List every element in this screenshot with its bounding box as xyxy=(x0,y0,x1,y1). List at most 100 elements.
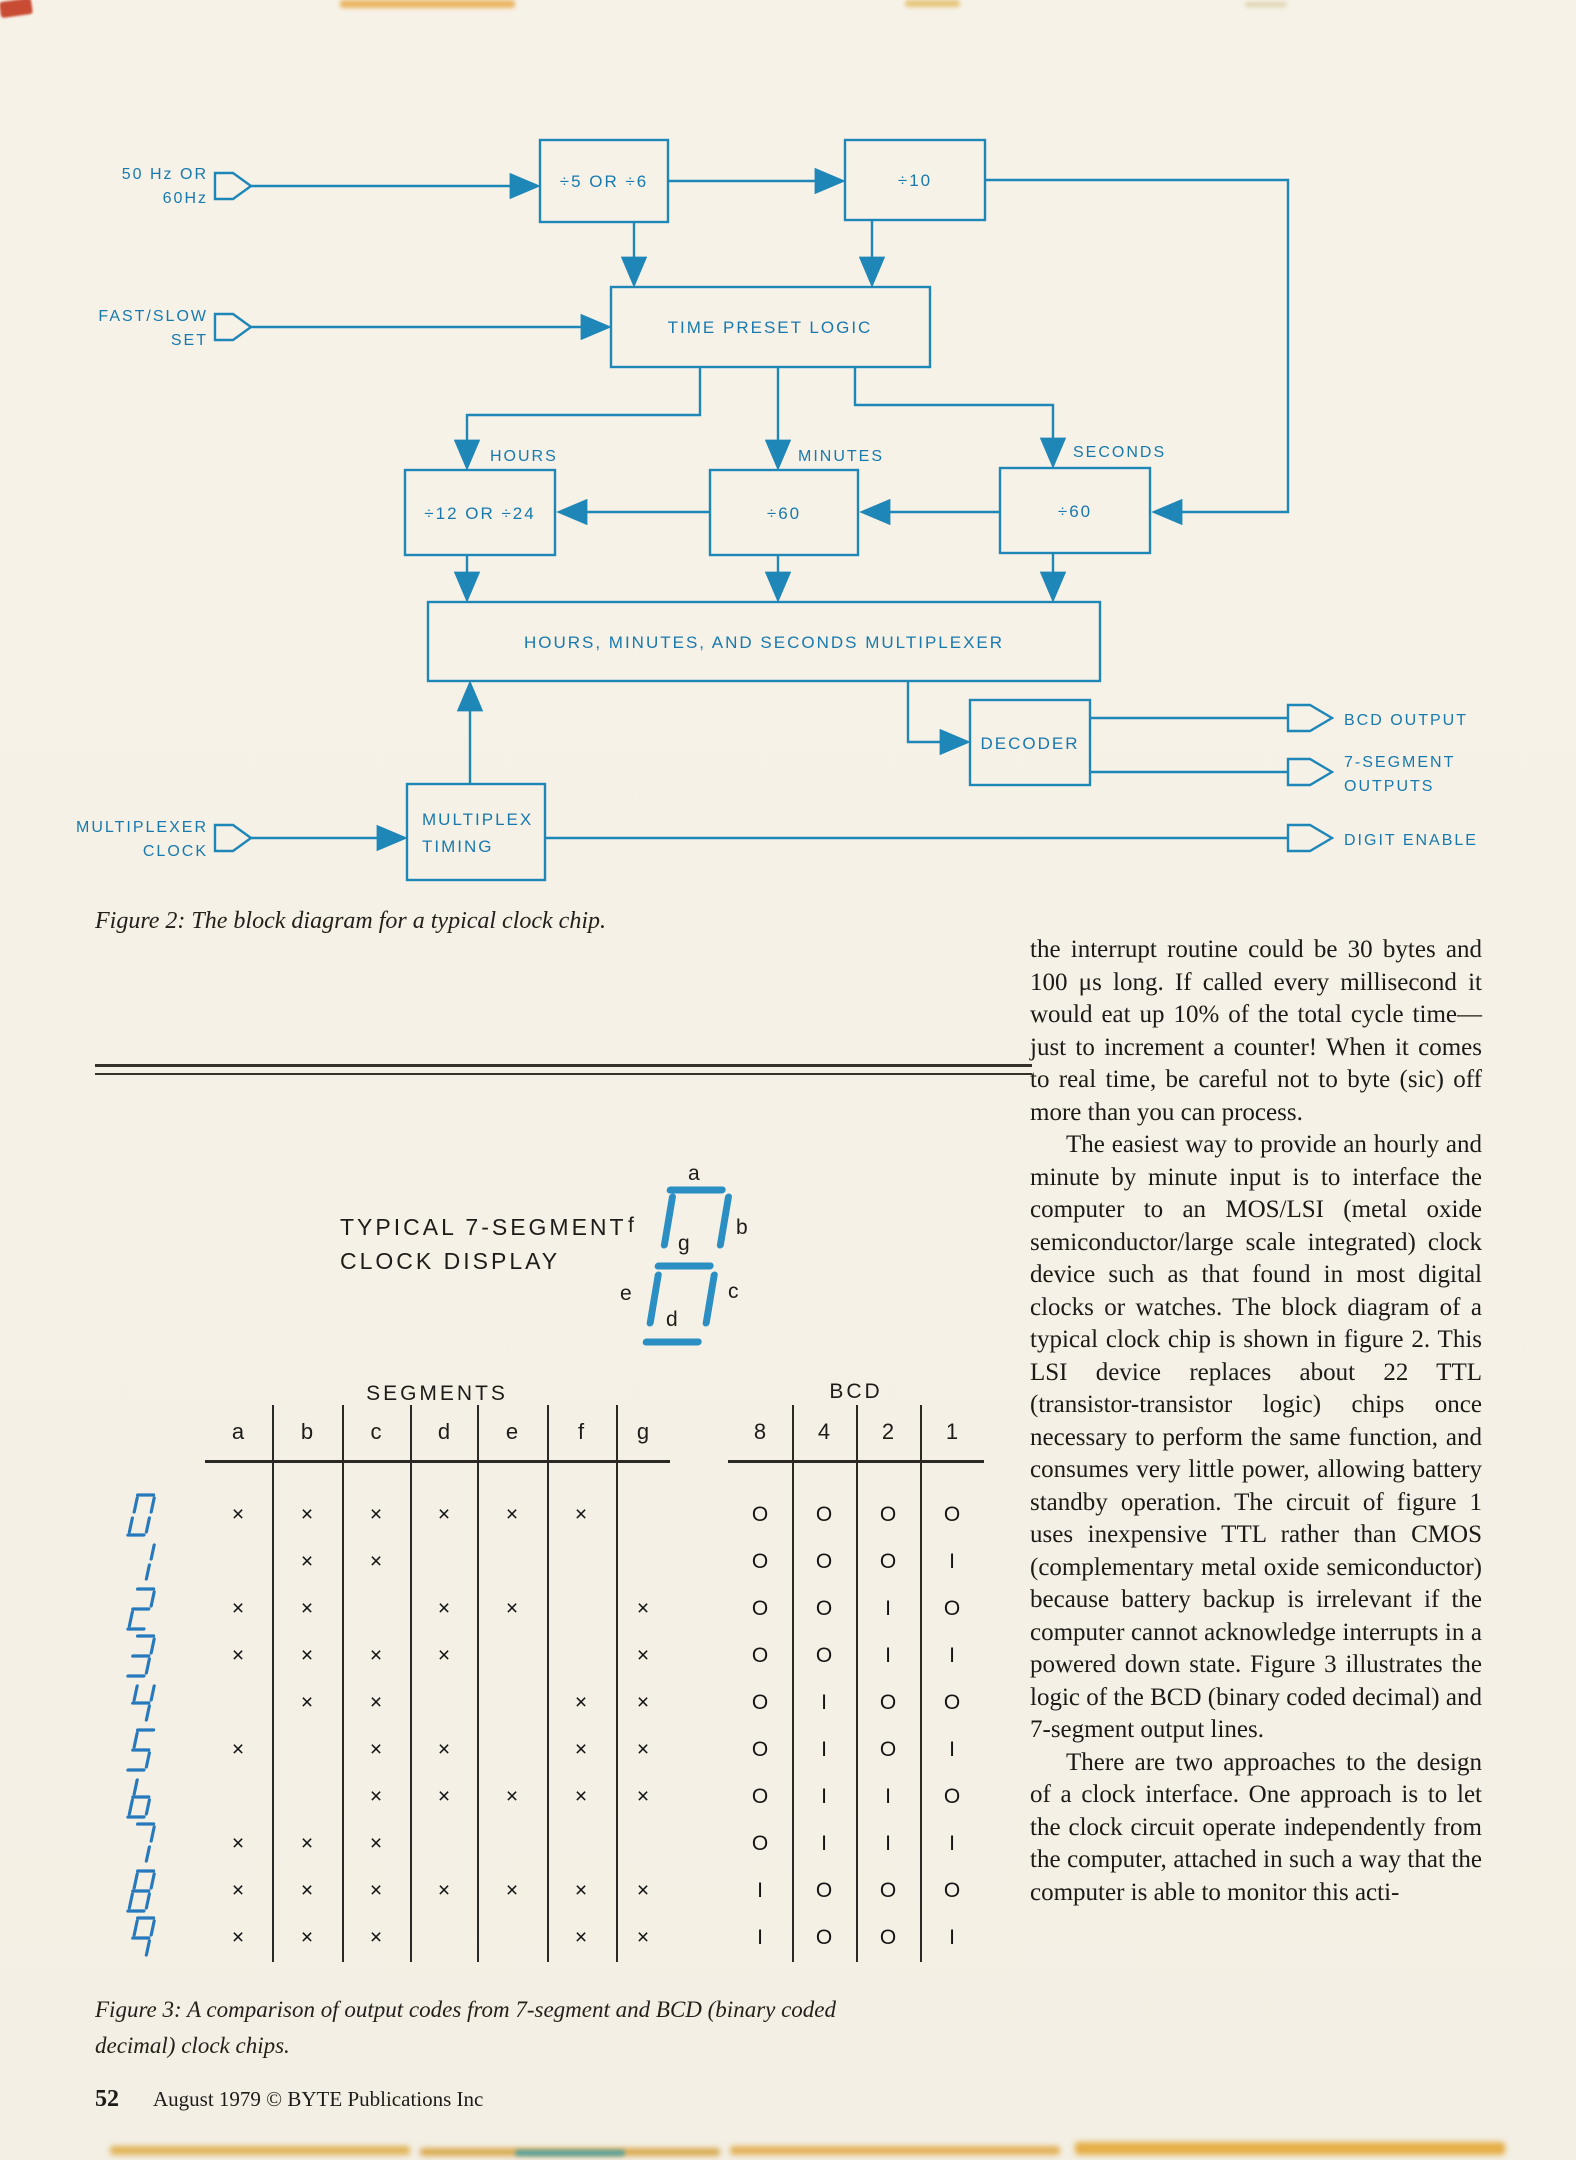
table-column-separator xyxy=(410,1405,412,1962)
segment-on-mark: × xyxy=(505,1597,519,1620)
bcd-bit-value: O xyxy=(751,1785,769,1808)
segment-on-mark: × xyxy=(574,1691,588,1714)
bcd-bit-value: O xyxy=(943,1785,961,1808)
box-multiplex-timing-label: MULTIPLEX xyxy=(422,810,533,829)
box-seconds-divider xyxy=(998,466,1152,555)
scan-artifact xyxy=(905,0,960,7)
output-label-digit-enable: DIGIT ENABLE xyxy=(1344,832,1478,849)
output-label-bcd: BCD OUTPUT xyxy=(1344,712,1468,729)
box-seconds-divider-label: ÷60 xyxy=(1058,502,1092,521)
segment-on-mark: × xyxy=(437,1738,451,1761)
bcd-bit-value: I xyxy=(757,1879,763,1902)
segment-on-mark: × xyxy=(574,1738,588,1761)
segment-on-mark: × xyxy=(636,1785,650,1808)
bcd-bit-value: O xyxy=(751,1691,769,1714)
segment-on-mark: × xyxy=(300,1597,314,1620)
segment-label-a: a xyxy=(688,1162,700,1185)
segment-on-mark: × xyxy=(300,1644,314,1667)
bcd-bit-value: O xyxy=(943,1691,961,1714)
bcd-bit-value: I xyxy=(949,1832,955,1855)
segment-on-mark: × xyxy=(369,1785,383,1808)
bcd-bit-value: O xyxy=(815,1879,833,1902)
segment-on-mark: × xyxy=(505,1785,519,1808)
output-label-7-segment: 7-SEGMENT xyxy=(1344,754,1455,771)
segment-on-mark: × xyxy=(369,1550,383,1573)
seven-segment-glyph xyxy=(642,1186,732,1346)
bcd-bit-value: O xyxy=(751,1738,769,1761)
segment-on-mark: × xyxy=(574,1926,588,1949)
wire xyxy=(853,367,1067,469)
scan-artifact xyxy=(1245,2,1287,7)
segment-on-mark: × xyxy=(636,1597,650,1620)
bcd-bit-value: I xyxy=(949,1644,955,1667)
segment-label-e: e xyxy=(620,1282,632,1305)
bcd-bit-value: O xyxy=(815,1644,833,1667)
table-column-separator xyxy=(792,1405,794,1962)
digit-glyph-0 xyxy=(124,1491,160,1539)
segment-on-mark: × xyxy=(231,1503,245,1526)
article-paragraph: the interrupt routine could be 30 bytes … xyxy=(1030,936,1482,1126)
segment-on-mark: × xyxy=(369,1879,383,1902)
bcd-bit-value: O xyxy=(879,1926,897,1949)
branch-label-minutes: MINUTES xyxy=(798,448,884,465)
segment-on-mark: × xyxy=(369,1926,383,1949)
bcd-bit-value: O xyxy=(815,1503,833,1526)
segment-on-mark: × xyxy=(437,1503,451,1526)
scan-artifact xyxy=(340,0,515,8)
bcd-bit-value: O xyxy=(815,1550,833,1573)
output-connector-icon xyxy=(1286,757,1335,787)
bcd-bit-value: I xyxy=(885,1597,891,1620)
bcd-bit-value: O xyxy=(943,1597,961,1620)
segment-column-header: f xyxy=(577,1419,585,1444)
digit-glyph-7 xyxy=(124,1820,160,1868)
bcd-column-header: 1 xyxy=(945,1419,959,1444)
table-column-separator xyxy=(856,1405,858,1962)
bcd-bit-value: O xyxy=(879,1550,897,1573)
table-column-separator xyxy=(616,1405,618,1962)
bcd-bit-value: I xyxy=(949,1550,955,1573)
bcd-bit-value: O xyxy=(751,1644,769,1667)
input-connector-icon xyxy=(213,823,254,853)
segment-on-mark: × xyxy=(636,1879,650,1902)
segment-on-mark: × xyxy=(505,1503,519,1526)
segment-column-header: c xyxy=(370,1419,382,1444)
bcd-bit-value: O xyxy=(815,1926,833,1949)
segment-column-header: a xyxy=(231,1419,245,1444)
segment-on-mark: × xyxy=(437,1597,451,1620)
bcd-bit-value: I xyxy=(757,1926,763,1949)
input-label-fast-slow-set: SET xyxy=(171,332,208,349)
bcd-bit-value: I xyxy=(821,1691,827,1714)
box-divide-5-or-6-label: ÷5 OR ÷6 xyxy=(560,172,649,191)
bcd-bit-value: O xyxy=(879,1738,897,1761)
bcd-group-header: BCD xyxy=(829,1380,883,1403)
segment-on-mark: × xyxy=(300,1926,314,1949)
segment-label-f: f xyxy=(628,1214,634,1237)
segment-on-mark: × xyxy=(231,1926,245,1949)
box-multiplex-timing xyxy=(405,782,547,882)
segment-on-mark: × xyxy=(574,1785,588,1808)
table-column-separator xyxy=(547,1405,549,1962)
table-column-separator xyxy=(477,1405,479,1962)
wire xyxy=(985,178,1290,526)
page-number: 52 xyxy=(95,2086,119,2112)
figure2-caption: Figure 2: The block diagram for a typica… xyxy=(95,908,606,934)
box-multiplex-timing-label: TIMING xyxy=(422,837,494,856)
input-label-fast-slow-set: FAST/SLOW xyxy=(98,308,208,325)
digit-glyph-5 xyxy=(124,1726,160,1774)
seven-segment-display-diagram: a f b g e c d xyxy=(612,1162,777,1370)
segment-on-mark: × xyxy=(231,1738,245,1761)
segment-on-mark: × xyxy=(300,1550,314,1573)
segments-group-header: SEGMENTS xyxy=(366,1382,508,1405)
digit-glyph-6 xyxy=(124,1773,160,1821)
bcd-bit-value: O xyxy=(751,1503,769,1526)
article-paragraph: The easiest way to provide an hourly and… xyxy=(1030,1131,1482,1743)
segment-column-header: e xyxy=(505,1419,519,1444)
box-decoder-label: DECODER xyxy=(980,734,1079,753)
bcd-bit-value: I xyxy=(821,1785,827,1808)
table-rule xyxy=(728,1460,984,1463)
box-minutes-divider-label: ÷60 xyxy=(767,504,801,523)
scan-artifact xyxy=(420,2148,720,2156)
